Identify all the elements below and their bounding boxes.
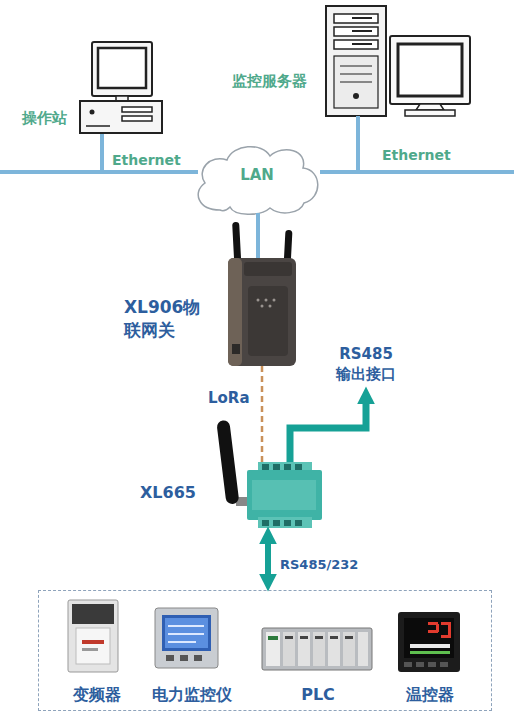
thermostat-node: 温控器: [391, 596, 469, 708]
lora-module: [216, 420, 322, 528]
server-icon: [326, 6, 386, 116]
serial-link: [265, 539, 271, 579]
output-arrow: [290, 399, 366, 462]
link-label: RS485/232: [280, 556, 380, 574]
link-label: LoRa: [208, 388, 268, 408]
ethernet-link: [320, 116, 358, 172]
ethernet-line: [358, 170, 514, 174]
power-meter-icon: [155, 608, 218, 668]
module-node: XL665: [136, 462, 326, 532]
lan-label: LAN: [190, 165, 324, 185]
device-label: 变频器: [59, 684, 134, 706]
plc-node: PLC: [261, 596, 375, 708]
device-label: 温控器: [386, 684, 474, 706]
module-label: XL665: [140, 482, 210, 504]
computer-node: 操作站: [20, 38, 165, 138]
link-label: Ethernet: [382, 146, 472, 165]
device-group: 变频器电力监控仪 PLC 温控器: [38, 590, 492, 711]
station-label: 操作站: [22, 108, 80, 128]
ethernet-line: [0, 170, 102, 174]
server-node: 监控服务器: [230, 3, 475, 119]
inverter-icon: [68, 600, 118, 672]
monitor-icon: [390, 36, 470, 116]
port-label: RS485 输出接口: [330, 344, 402, 385]
device-label: PLC: [261, 684, 375, 706]
thermostat-icon: [398, 612, 460, 672]
computer-icon: [80, 42, 162, 133]
link-label: Ethernet: [112, 151, 202, 170]
lan-link: [256, 213, 260, 258]
server-label: 监控服务器: [232, 71, 332, 91]
gateway-device: [228, 222, 296, 366]
lora-link: [261, 366, 264, 462]
device-label: 电力监控仪: [144, 684, 239, 706]
lan-cloud: LAN: [190, 140, 324, 216]
gateway-node: XL906物 联网关: [120, 256, 300, 368]
gateway-label: XL906物 联网关: [124, 296, 216, 342]
plc-icon: [262, 628, 372, 670]
inverter-node: 变频器: [64, 596, 129, 708]
meter-node: 电力监控仪: [144, 596, 239, 708]
